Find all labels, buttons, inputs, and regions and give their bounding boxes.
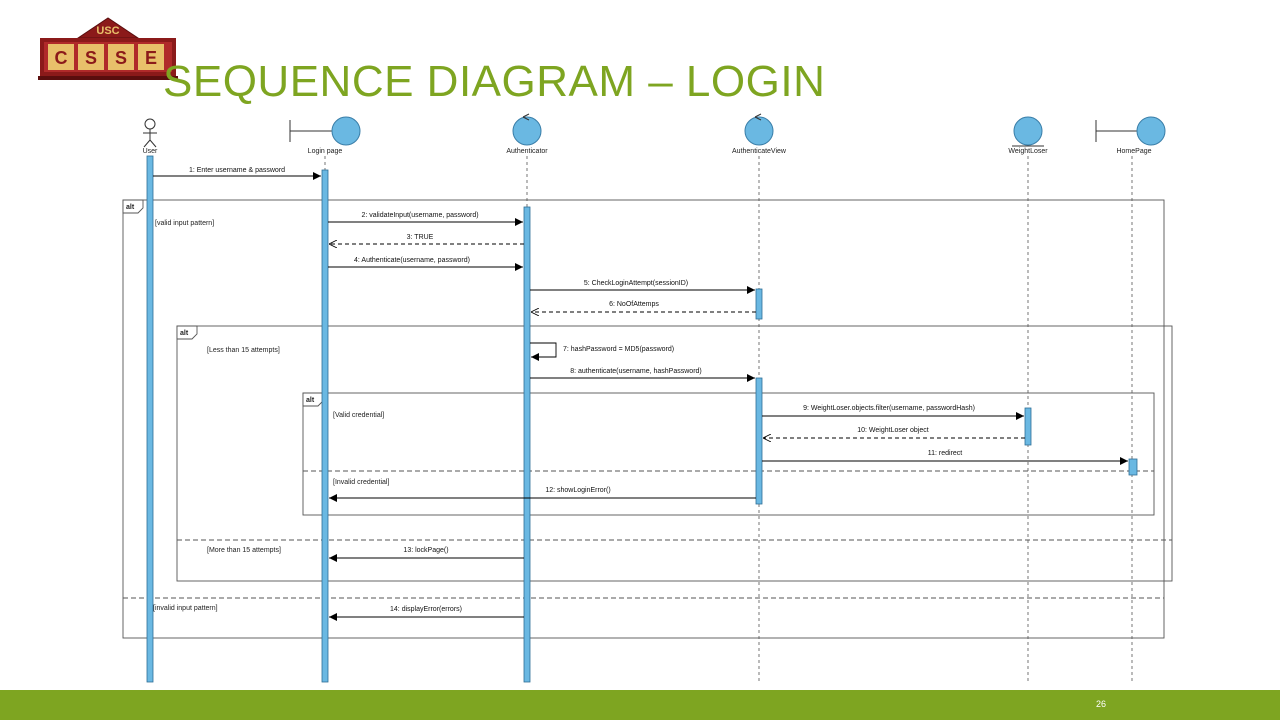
logo-letter-4: E [145,48,157,68]
activation-authview-1 [755,288,763,320]
logo-letter-2: S [85,48,97,68]
usc-csse-logo: USC C S S E [38,17,178,80]
fragment-outer: alt [valid input pattern] [invalid input… [122,199,1165,639]
activation-homepage [1128,458,1138,476]
lifeline-label: User [143,148,158,155]
message-label-10: 10: WeightLoser object [857,427,929,434]
activation-authview-2 [755,377,763,505]
lifeline-authenticator: Authenticator [506,113,548,155]
lifeline-label: Login page [308,148,343,155]
fragment-guard: [Less than 15 attempts] [207,347,280,354]
lifeline-label: HomePage [1116,148,1151,155]
message-label-4: 4: Authenticate(username, password) [354,257,470,264]
logo-top-text: USC [96,25,119,37]
message-label-9: 9: WeightLoser.objects.filter(username, … [803,405,975,412]
activation-bars [146,155,1138,683]
message-label-3: 3: TRUE [407,234,434,241]
lifeline-user: User [143,118,158,155]
message-label-2: 2: validateInput(username, password) [361,212,478,219]
message-label-14: 14: displayError(errors) [390,606,462,613]
logo-letter-boxes [48,44,164,70]
message-label-11: 11: redirect [928,450,963,457]
boundary-icon [289,116,361,146]
activation-weightloser [1024,407,1032,446]
fragment-operator: alt [306,397,315,404]
slide-title: SEQUENCE DIAGRAM – LOGIN [163,57,826,106]
fragment-guard: [valid input pattern] [155,220,214,227]
activation-user [146,155,154,683]
fragment-operator: alt [126,204,135,211]
fragment-guard: [Invalid credential] [333,479,389,486]
control-icon [512,113,542,146]
fragment-guard: [Valid credential] [333,412,384,419]
logo-letter-3: S [115,48,127,68]
message-label-1: 1: Enter username & password [189,167,285,174]
entity-icon [1012,116,1044,147]
message-label-7: 7: hashPassword = MD5(password) [563,346,674,353]
lifeline-label: Authenticator [506,148,548,155]
control-icon [744,113,774,146]
logo-letter-1: C [55,48,68,68]
fragment-attempts: alt [Less than 15 attempts] [More than 1… [176,325,1173,582]
lifeline-authenticateview: AuthenticateView [732,113,787,155]
message-label-6: 6: NoOfAttemps [609,301,659,308]
lifeline-label: WeightLoser [1008,148,1048,155]
messages [153,171,1128,622]
message-label-13: 13: lockPage() [403,547,448,554]
lifeline-weightloser: WeightLoser [1008,116,1048,155]
lifeline-lines [149,156,1133,682]
page-number: 26 [1095,699,1106,709]
footer-bar: 26 [0,690,1280,720]
activation-auth [523,206,531,683]
fragment-guard: [invalid input pattern] [153,605,218,612]
lifeline-homepage: HomePage [1095,116,1166,155]
message-arrow-7 [530,342,557,362]
lifeline-label: AuthenticateView [732,148,787,155]
sequence-diagram: User Login page Authenticator Authentica… [122,113,1173,683]
lifeline-login-page: Login page [289,116,361,155]
message-label-12: 12: showLoginError() [545,487,610,494]
boundary-icon [1095,116,1166,146]
message-labels: 1: Enter username & password 2: validate… [189,167,975,613]
fragment-guard: [More than 15 attempts] [207,547,281,554]
activation-login [321,169,329,683]
fragment-operator: alt [180,330,189,337]
fragment-credential: alt [Valid credential] [Invalid credenti… [302,392,1155,516]
actor-icon [143,118,157,148]
message-label-5: 5: CheckLoginAttempt(sessionID) [584,280,688,287]
message-label-8: 8: authenticate(username, hashPassword) [570,368,702,375]
